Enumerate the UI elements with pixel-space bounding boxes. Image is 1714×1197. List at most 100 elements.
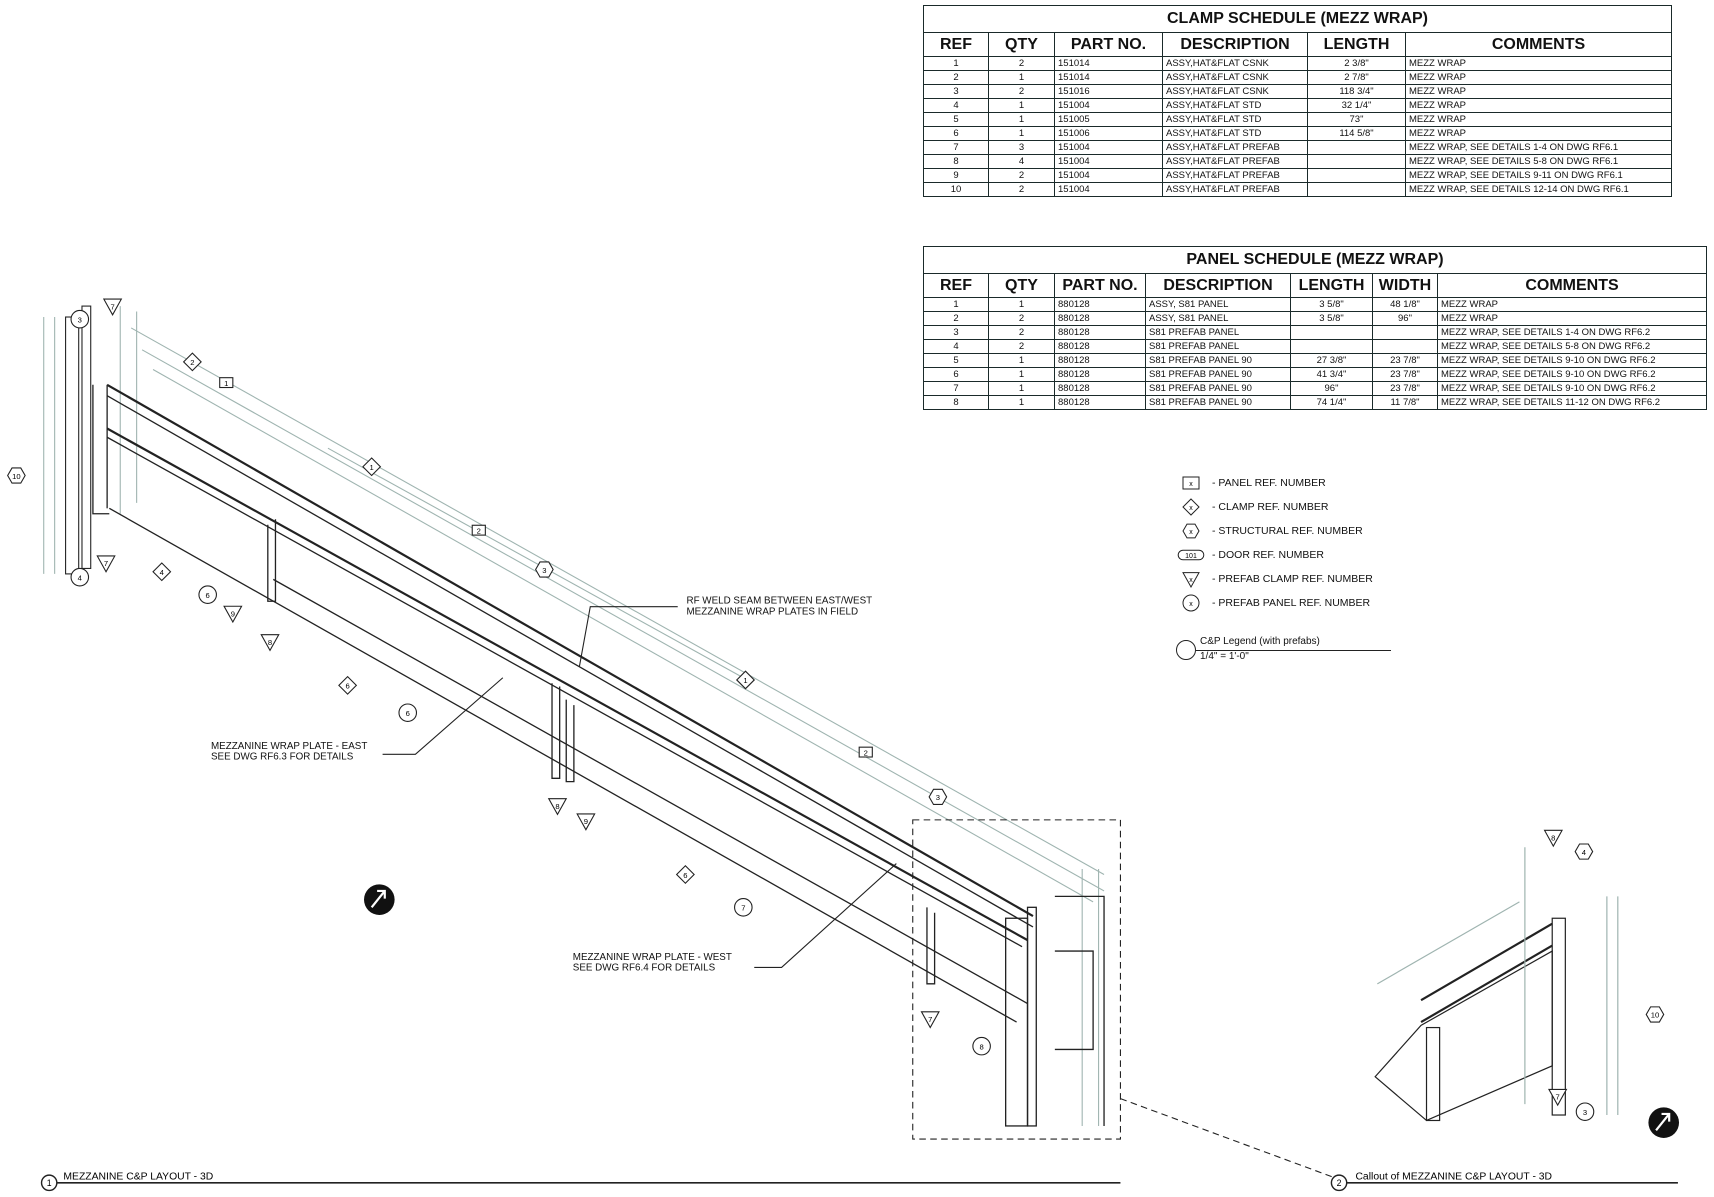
table-cell: 2: [923, 311, 989, 326]
circle-tag-icon: x: [1182, 594, 1200, 612]
table-cell: 1: [923, 56, 989, 71]
legend-label: - CLAMP REF. NUMBER: [1212, 501, 1329, 513]
table-cell: MEZZ WRAP: [1405, 126, 1672, 141]
table-cell: 2: [988, 182, 1055, 197]
table-cell: MEZZ WRAP: [1405, 112, 1672, 127]
hexagon-callout-tag: 3: [534, 561, 554, 578]
callout-number: 1: [224, 379, 228, 388]
table-cell: 151005: [1054, 112, 1163, 127]
table-cell: ASSY,HAT&FLAT STD: [1162, 126, 1308, 141]
table-cell: 4: [923, 339, 989, 354]
table-cell: MEZZ WRAP: [1405, 84, 1672, 99]
view-number: 2: [1337, 1178, 1342, 1188]
triangle-callout-tag: 7: [1548, 1088, 1568, 1107]
triangle-callout-tag: 7: [96, 555, 116, 573]
callout-number: 2: [864, 748, 868, 757]
column-header: REF: [923, 32, 989, 57]
diamond-callout-tag: 6: [675, 865, 695, 885]
table-cell: ASSY,HAT&FLAT PREFAB: [1162, 140, 1308, 155]
table-cell: 1: [988, 381, 1055, 396]
table-cell: MEZZ WRAP, SEE DETAILS 9-11 ON DWG RF6.1: [1405, 168, 1672, 183]
table-cell: 151004: [1054, 140, 1163, 155]
table-cell: 2: [988, 325, 1055, 340]
column-header: QTY: [988, 273, 1055, 298]
table-cell: S81 PREFAB PANEL: [1145, 339, 1291, 354]
table-cell: 8: [923, 154, 989, 169]
callout-number: 7: [741, 904, 745, 913]
legend-tag-text: 101: [1185, 553, 1197, 560]
table-cell: ASSY,HAT&FLAT PREFAB: [1162, 168, 1308, 183]
table-cell: 3: [923, 84, 989, 99]
legend-item-diamond: x- CLAMP REF. NUMBER: [1176, 498, 1329, 516]
callout-number: 9: [231, 610, 235, 619]
callout-number: 6: [406, 709, 410, 718]
table-cell: 73": [1307, 112, 1406, 127]
table-cell: 32 1/4": [1307, 98, 1406, 113]
table-cell: 1: [923, 297, 989, 312]
table-cell: 23 7/8": [1372, 367, 1438, 382]
view-title-1: 1 MEZZANINE C&P LAYOUT - 3D: [40, 1172, 1121, 1192]
callout-number: 2: [190, 358, 194, 367]
table-cell: 151014: [1054, 70, 1163, 85]
callout-number: 1: [743, 676, 747, 685]
table-cell: 151014: [1054, 56, 1163, 71]
column-header: COMMENTS: [1437, 273, 1707, 298]
callout-number: 2: [477, 526, 481, 535]
drawing-notes: RF WELD SEAM BETWEEN EAST/WEST MEZZANINE…: [211, 595, 872, 973]
view-number: 1: [47, 1178, 52, 1188]
diamond-callout-tag: 2: [182, 352, 202, 372]
table-cell: 880128: [1054, 297, 1146, 312]
legend-scale: 1/4" = 1'-0": [1200, 651, 1249, 662]
callout-number: 3: [1583, 1108, 1587, 1117]
table-cell: 3: [988, 140, 1055, 155]
table-cell: 41 3/4": [1290, 367, 1373, 382]
legend-item-hexagon: x- STRUCTURAL REF. NUMBER: [1176, 522, 1363, 540]
table-cell: 96": [1290, 381, 1373, 396]
legend-label: - PREFAB CLAMP REF. NUMBER: [1212, 573, 1373, 585]
table-cell: 2: [923, 70, 989, 85]
callout-leaders: [382, 606, 1334, 1178]
view-title: Callout of MEZZANINE C&P LAYOUT - 3D: [1355, 1172, 1552, 1183]
north-arrow-icon: [1648, 1107, 1680, 1138]
table-cell: 880128: [1054, 395, 1146, 410]
circle-callout-tag: 4: [70, 567, 90, 587]
table-cell: ASSY,HAT&FLAT STD: [1162, 98, 1308, 113]
circle-callout-tag: 8: [972, 1036, 991, 1056]
column-header: PART NO.: [1054, 32, 1163, 57]
callout-number: 6: [345, 682, 349, 691]
table-cell: ASSY,HAT&FLAT CSNK: [1162, 84, 1308, 99]
table-cell: [1307, 140, 1406, 155]
table-cell: 23 7/8": [1372, 353, 1438, 368]
table-cell: S81 PREFAB PANEL 90: [1145, 381, 1291, 396]
table-cell: ASSY, S81 PANEL: [1145, 311, 1291, 326]
table-cell: 10: [923, 182, 989, 197]
table-cell: MEZZ WRAP, SEE DETAILS 9-10 ON DWG RF6.2: [1437, 353, 1707, 368]
callout-number: 3: [936, 793, 940, 802]
table-cell: 118 3/4": [1307, 84, 1406, 99]
table-cell: 1: [988, 297, 1055, 312]
clamp-schedule-title: CLAMP SCHEDULE (MEZZ WRAP): [923, 5, 1672, 33]
table-cell: 1: [988, 367, 1055, 382]
table-cell: 5: [923, 353, 989, 368]
table-cell: 2: [988, 168, 1055, 183]
legend-title: C&P Legend (with prefabs): [1200, 636, 1320, 647]
table-cell: 151004: [1054, 154, 1163, 169]
legend-label: - PANEL REF. NUMBER: [1212, 477, 1326, 489]
plate-west-note-line-1: MEZZANINE WRAP PLATE - WEST: [573, 952, 732, 963]
table-cell: 11 7/8": [1372, 395, 1438, 410]
table-cell: MEZZ WRAP, SEE DETAILS 9-10 ON DWG RF6.2: [1437, 367, 1707, 382]
weld-seam-note-line-2: MEZZANINE WRAP PLATES IN FIELD: [686, 606, 858, 617]
plate-west-note-line-2: SEE DWG RF6.4 FOR DETAILS: [573, 963, 716, 974]
weld-seam-note-line-1: RF WELD SEAM BETWEEN EAST/WEST: [686, 595, 872, 606]
table-cell: [1372, 339, 1438, 354]
table-cell: [1307, 182, 1406, 197]
column-header: LENGTH: [1290, 273, 1373, 298]
